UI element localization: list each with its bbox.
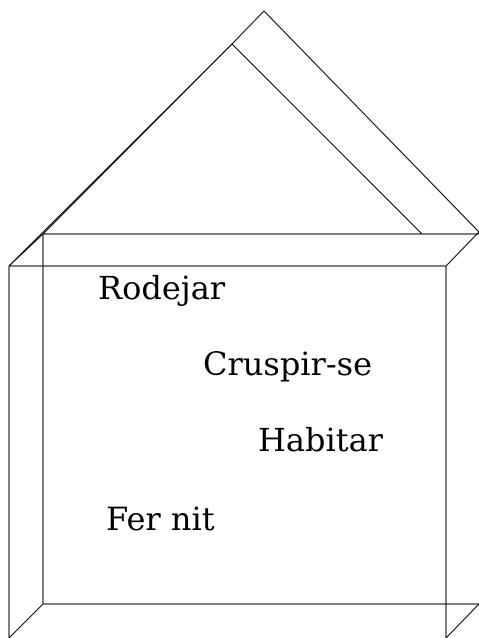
word-habitar: Habitar <box>258 421 383 459</box>
depth-bottom-left <box>8 603 44 638</box>
roof-back-ridge-edge <box>263 10 479 233</box>
roof-back-right-edge <box>231 43 423 235</box>
roof-ridge <box>231 10 265 45</box>
word-rodejar: Rodejar <box>98 269 226 307</box>
roof-front-left-edge <box>8 43 233 267</box>
depth-top-left <box>8 233 44 267</box>
depth-bottom-right <box>445 603 479 638</box>
word-fer-nit: Fer nit <box>106 500 215 538</box>
roof-front-right-edge <box>445 231 479 267</box>
word-cruspir-se: Cruspir-se <box>203 345 372 383</box>
